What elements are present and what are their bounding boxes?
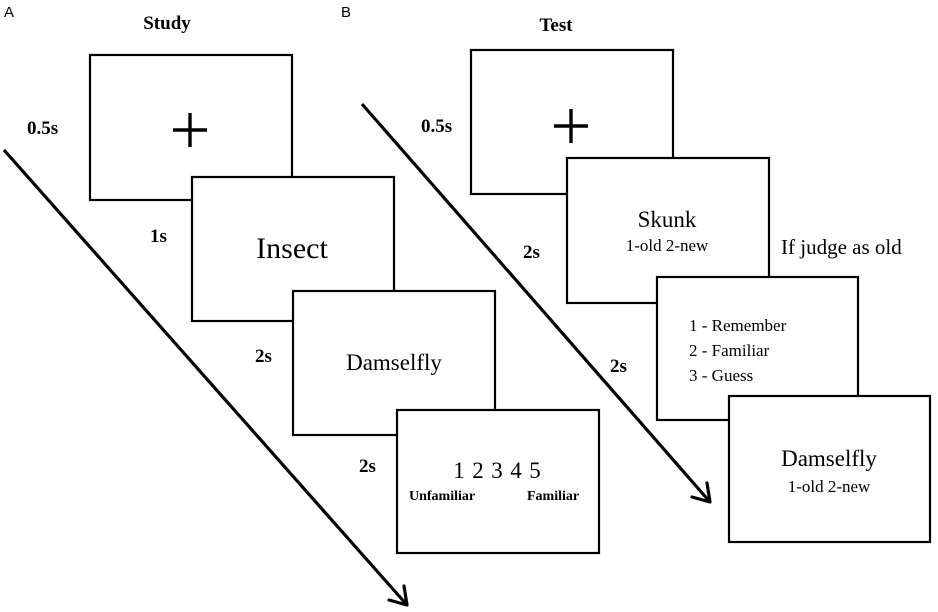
- panel-b-probe-word: Skunk: [638, 207, 697, 232]
- panel-a-duration-word: 2s: [255, 346, 272, 367]
- panel-a-category-word: Insect: [256, 232, 328, 265]
- panel-b-duration-recognition: 2s: [523, 242, 540, 263]
- panel-a-heading: Study: [143, 13, 191, 34]
- rating-scale-number: 3: [491, 458, 503, 483]
- panel-b-duration-fixation: 0.5s: [421, 116, 452, 137]
- panel-a-duration-rating: 2s: [359, 456, 376, 477]
- panel-a-scale-high-label: Familiar: [527, 489, 579, 504]
- panel-a-study-word: Damselfly: [346, 350, 442, 375]
- panel-a-letter: A: [4, 4, 14, 21]
- rating-scale-number: 2: [472, 458, 484, 483]
- panel-a-study: A Study 0.5s 1s 2s 2s Insect Damself: [2, 4, 601, 607]
- rating-scale-number: 5: [529, 458, 541, 483]
- panel-b-test: B Test 0.5s 2s 2s Skunk 1-old 2-new If j…: [341, 4, 932, 544]
- panel-a-rating-screen: 1 2 3 4 5 Unfamiliar Familiar: [395, 408, 601, 555]
- panel-a-timeline-arrow: [2, 148, 409, 607]
- panel-b-duration-rk: 2s: [610, 356, 627, 377]
- panel-b-next-word-choices: 1-old 2-new: [788, 477, 871, 496]
- panel-a-fixation-cross-icon: [173, 113, 207, 147]
- rating-scale-number: 1: [453, 458, 465, 483]
- panel-a-duration-fixation: 0.5s: [27, 118, 58, 139]
- panel-a-scale-low-label: Unfamiliar: [409, 489, 475, 504]
- panel-a-fixation-screen: [88, 53, 294, 202]
- panel-b-condition-note: If judge as old: [781, 235, 902, 259]
- panel-a-rating-scale-numbers: 1 2 3 4 5: [453, 458, 541, 483]
- panel-b-rk-option: 1 - Remember: [689, 316, 787, 335]
- panel-b-letter: B: [341, 4, 351, 21]
- panel-b-timeline-arrow: [360, 102, 712, 504]
- rating-scale-number: 4: [510, 458, 522, 483]
- panel-b-next-word-screen: Damselfly 1-old 2-new: [727, 394, 932, 544]
- panel-b-rk-option: 3 - Guess: [689, 366, 753, 385]
- panel-b-fixation-cross-icon: [554, 109, 588, 143]
- panel-b-rk-option: 2 - Familiar: [689, 341, 770, 360]
- panel-b-probe-choices: 1-old 2-new: [626, 236, 709, 255]
- panel-b-heading: Test: [539, 15, 573, 36]
- panel-a-duration-category: 1s: [150, 226, 167, 247]
- panel-b-next-word: Damselfly: [781, 446, 877, 471]
